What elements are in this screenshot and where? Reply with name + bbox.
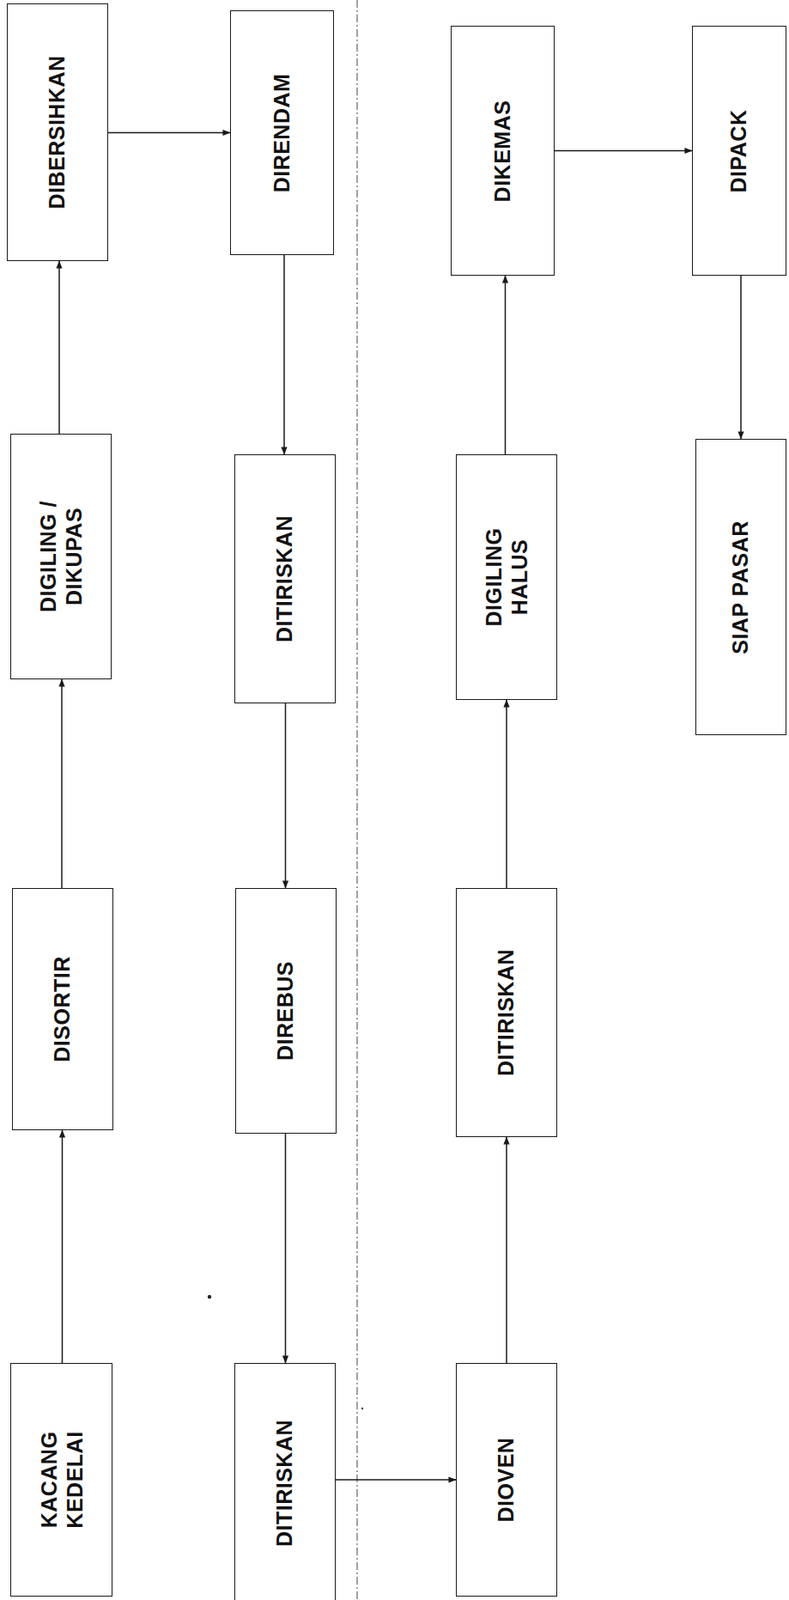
flow-arrow — [335, 1478, 456, 1481]
process-label: DISORTIR — [49, 905, 76, 1112]
process-label: DIKEMAS — [490, 43, 516, 259]
stray-dot — [207, 1294, 212, 1299]
process-box: DIKEMAS — [450, 25, 555, 276]
flow-arrow — [505, 1136, 508, 1363]
process-box: DISORTIR — [12, 887, 114, 1130]
process-label: DIBERSIHKAN — [44, 16, 71, 249]
process-box: DITIRISKAN — [234, 454, 336, 704]
flow-arrow — [60, 679, 63, 888]
process-label: DIPACK — [726, 43, 753, 259]
flow-arrow — [58, 260, 61, 434]
process-label: DITIRISKAN — [272, 1375, 298, 1591]
process-label: DITIRISKAN — [493, 900, 520, 1124]
flow-arrow — [504, 275, 507, 455]
flow-arrow — [61, 1129, 64, 1363]
process-box: DIGILING HALUS — [455, 454, 558, 700]
process-box: DIGILING / DIKUPAS — [10, 433, 112, 680]
process-box: KACANG KEDELAI — [10, 1362, 113, 1597]
process-box: DIPACK — [691, 25, 787, 276]
flow-arrow — [285, 1133, 287, 1363]
process-box: DIREBUS — [235, 887, 337, 1134]
flow-arrow — [554, 150, 692, 152]
flow-arrow — [285, 703, 287, 888]
process-label: KACANG KEDELAI — [36, 1397, 87, 1561]
process-label: DIGILING / DIKUPAS — [36, 483, 87, 630]
process-label: DIGILING HALUS — [481, 512, 533, 642]
process-box: DIOVEN — [455, 1362, 558, 1597]
stray-dot — [361, 1407, 364, 1409]
process-box: DITIRISKAN — [234, 1362, 336, 1600]
flow-arrow — [505, 699, 508, 888]
flow-arrow — [108, 132, 231, 134]
flow-arrow — [283, 254, 286, 455]
flow-arrow — [740, 275, 742, 439]
process-label: DIOVEN — [493, 1376, 520, 1583]
process-label: DIRENDAM — [269, 25, 296, 241]
divider-line — [357, 0, 359, 1600]
process-label: SIAP PASAR — [728, 458, 754, 717]
process-label: DIREBUS — [273, 903, 299, 1118]
process-box: DIRENDAM — [230, 10, 334, 255]
process-box: DITIRISKAN — [455, 887, 558, 1137]
process-label: DITIRISKAN — [272, 467, 298, 691]
process-box: DIBERSIHKAN — [6, 3, 109, 261]
process-box: SIAP PASAR — [695, 438, 787, 735]
